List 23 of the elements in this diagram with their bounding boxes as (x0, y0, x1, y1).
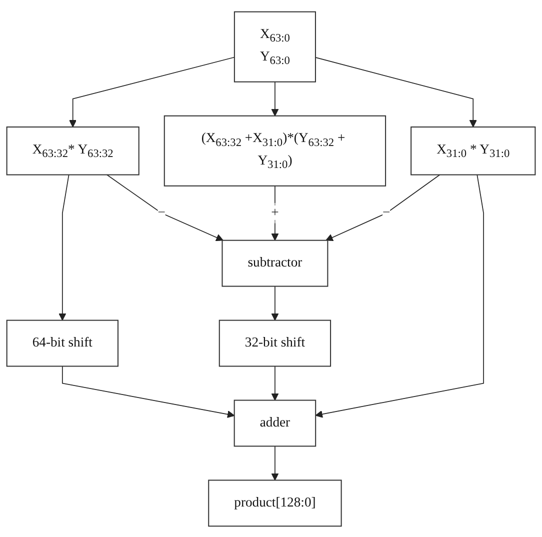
node-box: 32-bit shift (218, 319, 332, 366)
arrow (315, 174, 484, 418)
node-box: (X$_{63:32}$ +X$_{31:0}$)*(Y$_{63:32}$ + Y$_{31:0}$) (164, 114, 386, 186)
node-box: subtractor (222, 239, 328, 286)
arrow (62, 365, 235, 418)
arrow (271, 80, 279, 116)
node-box: 64-bit shift (6, 319, 118, 366)
arrow (271, 365, 279, 400)
node-box: X$_{63:32}$* Y$_{63:32}$ (6, 126, 140, 175)
arrow (315, 56, 477, 127)
edge-label: − (382, 204, 390, 220)
arrow (69, 56, 235, 127)
edge-label: − (158, 204, 166, 220)
node-box: product[128:0] (208, 479, 342, 526)
node-box: X$_{63:0}$ Y$_{63:0}$ (234, 10, 316, 82)
edge-label: + (271, 204, 279, 220)
node-box: X$_{31:0}$ * Y$_{31:0}$ (410, 126, 536, 175)
arrow (271, 285, 279, 320)
arrow (271, 445, 279, 480)
node-box: adder (234, 399, 316, 446)
arrow (326, 174, 440, 241)
arrow (58, 174, 70, 320)
arrow (106, 174, 224, 241)
